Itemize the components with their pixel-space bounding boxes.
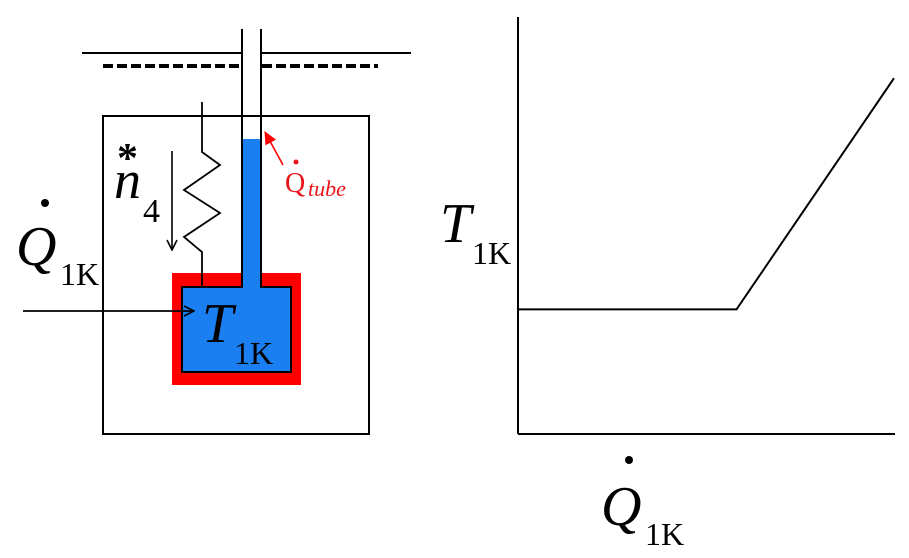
y-axis-label-symbol: T [440, 193, 475, 255]
chart-t1k-vs-q1k: T 1K Q 1K [440, 17, 895, 552]
q1k-symbol-label: Q [16, 216, 56, 278]
outer-vacuum-box [102, 115, 370, 435]
qtube-dot [293, 159, 299, 165]
n4-symbol-label: n [114, 150, 141, 210]
q1k-subscript-label: 1K [60, 256, 99, 292]
series-line-t1k [519, 77, 895, 311]
one-k-pot [181, 286, 292, 373]
n4-subscript-label: 4 [143, 193, 160, 230]
tube-helium-fill [243, 139, 261, 289]
impedance-capillary [182, 102, 222, 287]
x-axis-label-symbol: Q [601, 476, 641, 538]
qtube-subscript-label: tube [308, 176, 346, 201]
y-axis-label-subscript: 1K [472, 235, 511, 271]
tube-heat-arrow [264, 131, 284, 166]
q1k-dot [41, 199, 49, 207]
x-axis-label-dot [625, 456, 633, 464]
x-axis-label-subscript: 1K [645, 516, 684, 552]
t1k-subscript-label: 1K [234, 335, 273, 371]
n4-star-label: * [117, 136, 138, 182]
t1k-symbol-label: T [202, 293, 237, 355]
qtube-symbol-label: Q [285, 168, 305, 199]
